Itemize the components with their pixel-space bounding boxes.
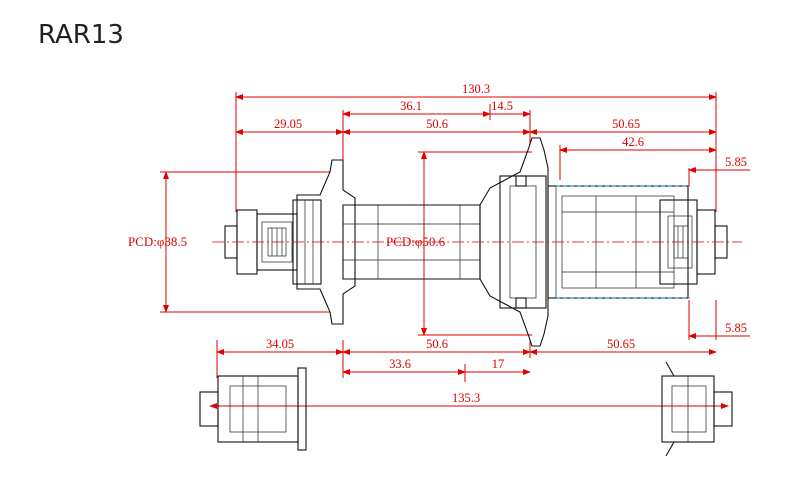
dim-34-05: 34.05 <box>266 337 294 351</box>
pcd-left-label: PCD:φ38.5 <box>128 234 187 249</box>
dim-axle-length: 135.3 <box>452 391 480 405</box>
pcd-center-label: PCD:φ50.6 <box>386 234 446 249</box>
dim-50-65-top: 50.65 <box>612 117 640 131</box>
dim-5-85-bottom: 5.85 <box>725 321 747 335</box>
dim-29-05: 29.05 <box>274 117 302 131</box>
dim-50-65-bottom: 50.65 <box>607 337 635 351</box>
dim-36-1: 36.1 <box>400 99 422 113</box>
dim-14-5: 14.5 <box>491 99 513 113</box>
dim-17: 17 <box>492 357 505 371</box>
axle-drawing <box>199 361 733 457</box>
dim-50-6-bottom: 50.6 <box>426 337 448 351</box>
dim-5-85-top: 5.85 <box>725 155 747 169</box>
dim-50-6-top: 50.6 <box>426 117 448 131</box>
page-title: RAR13 <box>38 20 124 50</box>
dim-42-6: 42.6 <box>622 135 644 149</box>
dim-33-6: 33.6 <box>389 357 411 371</box>
dim-overall-width: 130.3 <box>462 82 490 96</box>
dimension-labels: 130.3 36.1 14.5 29.05 50.6 50.65 42.6 5.… <box>128 82 747 405</box>
hub-body <box>212 137 742 347</box>
dimension-lines <box>160 92 750 409</box>
